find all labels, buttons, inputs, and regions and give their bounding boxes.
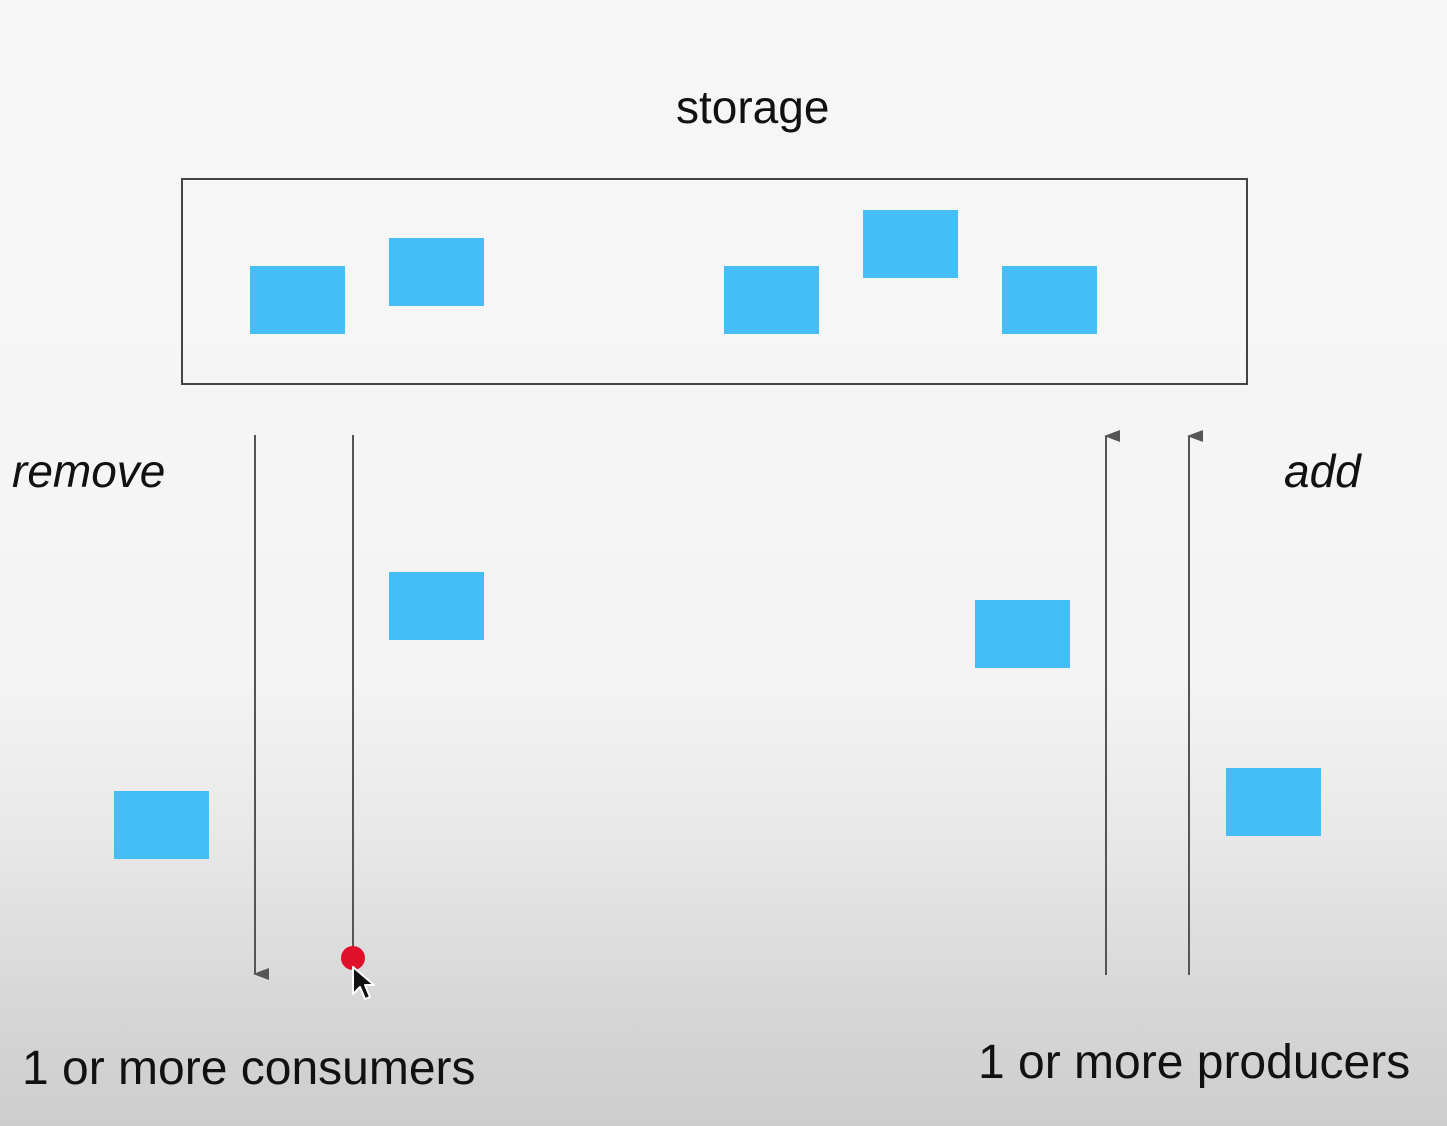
storage-item xyxy=(1002,266,1097,334)
produced-item xyxy=(1226,768,1321,836)
cursor-click-dot xyxy=(341,946,365,970)
producers-label: 1 or more producers xyxy=(978,1036,1411,1089)
storage-item xyxy=(250,266,345,334)
removed-item xyxy=(114,791,209,859)
storage-item xyxy=(724,266,819,334)
storage-item xyxy=(389,238,484,306)
add-label: add xyxy=(1284,445,1361,497)
storage-item xyxy=(863,210,958,278)
mouse-pointer-icon xyxy=(352,966,375,1000)
storage-box xyxy=(181,178,1248,385)
produced-item xyxy=(975,600,1070,668)
storage-label: storage xyxy=(676,81,830,133)
remove-label: remove xyxy=(12,445,166,497)
removed-item xyxy=(389,572,484,640)
consumers-label: 1 or more consumers xyxy=(22,1042,476,1095)
